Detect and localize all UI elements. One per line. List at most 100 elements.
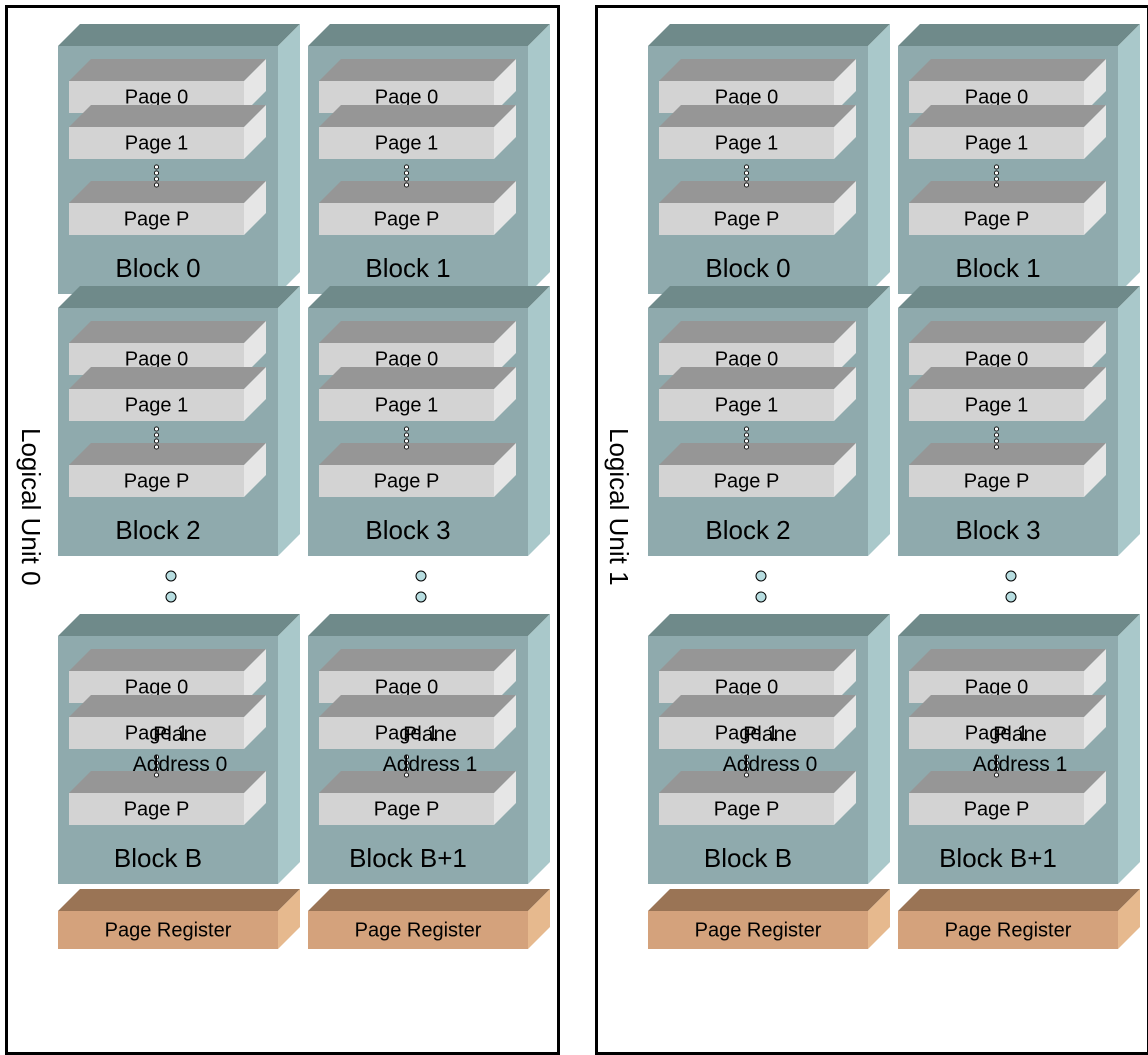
block-label: Block 3 — [365, 515, 450, 545]
ellipsis-dot — [743, 444, 750, 450]
page-label: Page P — [124, 208, 190, 230]
page-label: Page 1 — [375, 722, 438, 744]
plane-caption-line2: Address 0 — [132, 753, 228, 776]
ellipsis-dot — [993, 766, 1000, 772]
plane-caption-line2: Address 1 — [972, 753, 1068, 776]
ellipsis-dot — [755, 591, 767, 603]
page-label: Page 1 — [125, 132, 188, 154]
ellipsis-dot — [993, 754, 1000, 760]
page-label: Page P — [374, 470, 440, 492]
ellipsis-dot — [993, 170, 1000, 176]
ellipsis-dot — [993, 432, 1000, 438]
page-register-top — [898, 889, 1140, 911]
memory-block-side — [868, 614, 890, 884]
ellipsis-dot — [743, 182, 750, 188]
ellipsis-dot — [993, 760, 1000, 766]
page-top — [909, 649, 1106, 671]
page-side — [244, 181, 266, 235]
ellipsis-dot — [1005, 570, 1017, 582]
page — [319, 695, 516, 749]
page-top — [659, 59, 856, 81]
page-front — [319, 717, 494, 749]
page-label: Page P — [124, 798, 190, 820]
ellipsis-dot — [403, 426, 410, 432]
page-label: Page 0 — [125, 348, 188, 370]
page-register-label: Page Register — [945, 919, 1072, 941]
page-label: Page 0 — [715, 86, 778, 108]
page — [69, 695, 266, 749]
ellipsis-dot — [403, 444, 410, 450]
page-top — [69, 105, 266, 127]
ellipsis-dot — [743, 438, 750, 444]
page-side — [834, 105, 856, 159]
page-front — [659, 389, 834, 421]
plane-caption: Plane Address 0 — [80, 720, 280, 780]
block-label: Block 2 — [115, 515, 200, 545]
logical-unit-label: Logical Unit 0 — [16, 428, 46, 586]
ellipsis-dot — [403, 760, 410, 766]
page-top — [319, 367, 516, 389]
page-side — [244, 649, 266, 703]
page-top — [909, 105, 1106, 127]
page-top — [319, 771, 516, 793]
block-label: Block 0 — [705, 253, 790, 283]
page-side — [494, 105, 516, 159]
plane-caption-line1: Plane — [993, 723, 1047, 746]
memory-block-top — [898, 286, 1140, 308]
page-label: Page P — [374, 798, 440, 820]
page-front — [69, 717, 244, 749]
page-label: Page 0 — [965, 676, 1028, 698]
ellipsis-dot — [153, 432, 160, 438]
page-front — [659, 465, 834, 497]
page-side — [494, 771, 516, 825]
ellipsis-dot — [743, 754, 750, 760]
ellipsis-dot — [743, 170, 750, 176]
block-label: Block 1 — [955, 253, 1040, 283]
page-label: Page 1 — [965, 394, 1028, 416]
page-label: Page P — [374, 208, 440, 230]
memory-block-side — [868, 24, 890, 294]
page-front — [909, 389, 1084, 421]
page-top — [659, 181, 856, 203]
ellipsis-dot — [153, 164, 160, 170]
ellipsis-dot — [153, 772, 160, 778]
page-top — [659, 695, 856, 717]
page — [69, 105, 266, 159]
page-top — [909, 367, 1106, 389]
page-register-top — [648, 889, 890, 911]
page-label: Page 1 — [375, 132, 438, 154]
page-side — [494, 695, 516, 749]
page-side — [1084, 321, 1106, 375]
page — [909, 771, 1106, 825]
page-side — [1084, 367, 1106, 421]
page-top — [69, 367, 266, 389]
page — [69, 443, 266, 497]
page-top — [909, 771, 1106, 793]
page — [659, 695, 856, 749]
plane-caption-line1: Plane — [153, 723, 207, 746]
page-side — [494, 59, 516, 113]
page-top — [659, 771, 856, 793]
page-top — [659, 443, 856, 465]
ellipsis-dot — [743, 772, 750, 778]
page-front — [319, 389, 494, 421]
page-label: Page 0 — [375, 348, 438, 370]
page-label: Page P — [964, 470, 1030, 492]
plane-caption-line1: Plane — [403, 723, 457, 746]
block-label: Block 3 — [955, 515, 1040, 545]
ellipsis-dot — [415, 570, 427, 582]
page-top — [319, 321, 516, 343]
block-label: Block B+1 — [349, 843, 467, 873]
memory-block-top — [308, 614, 550, 636]
page-register-front — [898, 911, 1118, 949]
page-top — [69, 321, 266, 343]
page-top — [909, 695, 1106, 717]
page-register-side — [278, 889, 300, 949]
page-register-front — [648, 911, 868, 949]
ellipsis-dot — [403, 438, 410, 444]
page-front — [659, 203, 834, 235]
page-top — [909, 59, 1106, 81]
page-top — [69, 181, 266, 203]
block-label: Block 2 — [705, 515, 790, 545]
